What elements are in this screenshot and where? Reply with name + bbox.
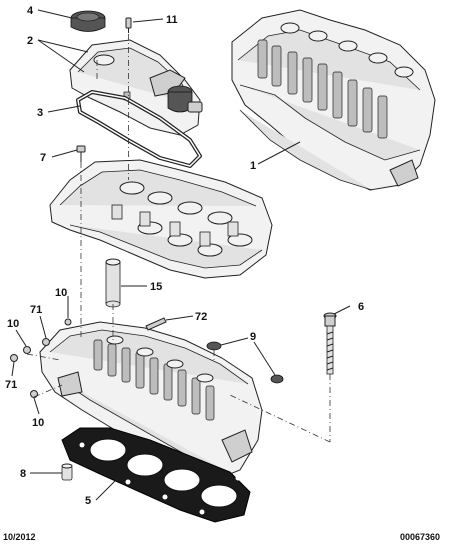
callout-10-bottom: 10 xyxy=(32,417,44,429)
callout-5: 5 xyxy=(85,495,91,507)
alignment-lines xyxy=(26,34,331,443)
callout-71-upper: 71 xyxy=(30,304,42,316)
callout-6: 6 xyxy=(358,301,364,313)
oil-filler-cap xyxy=(70,10,106,32)
footer-reference: 00067360 xyxy=(400,532,440,542)
assembled-cylinder-head xyxy=(231,9,436,191)
plug-71-upper xyxy=(42,338,50,346)
screw-11 xyxy=(125,17,132,33)
head-bolt xyxy=(323,312,337,375)
callout-8: 8 xyxy=(20,468,26,480)
dowel-8 xyxy=(61,463,73,481)
seal-9-a xyxy=(206,341,222,351)
breather-valve xyxy=(167,85,203,113)
plug-10-left xyxy=(23,346,31,354)
callout-11: 11 xyxy=(166,14,178,26)
head-gasket xyxy=(61,427,251,523)
plug-10-top xyxy=(64,318,72,326)
callout-72: 72 xyxy=(195,311,207,323)
callout-4: 4 xyxy=(27,5,34,17)
screw-7 xyxy=(76,145,86,162)
sleeve-15 xyxy=(105,258,121,308)
plug-10-lower xyxy=(30,390,38,398)
callout-7: 7 xyxy=(40,152,46,164)
callout-1: 1 xyxy=(250,160,256,172)
cylinder-head xyxy=(39,321,263,481)
plug-71-left xyxy=(10,354,18,362)
footer-date: 10/2012 xyxy=(3,532,36,542)
callout-15: 15 xyxy=(150,281,162,293)
callout-10-top: 10 xyxy=(55,287,67,299)
cylinder-head-cover xyxy=(69,39,203,136)
callout-71-lower: 71 xyxy=(5,379,17,391)
callout-2: 2 xyxy=(27,35,33,47)
callout-10-left: 10 xyxy=(7,318,19,330)
callout-labels: 1 2 3 4 5 6 7 8 9 10 10 10 11 15 71 71 7… xyxy=(5,5,364,507)
seal-9-b xyxy=(270,374,284,384)
callout-3: 3 xyxy=(37,107,43,119)
leader-lines xyxy=(11,9,351,501)
camshaft-carrier xyxy=(49,159,273,279)
callout-9: 9 xyxy=(250,331,256,343)
stud-72 xyxy=(145,317,167,331)
